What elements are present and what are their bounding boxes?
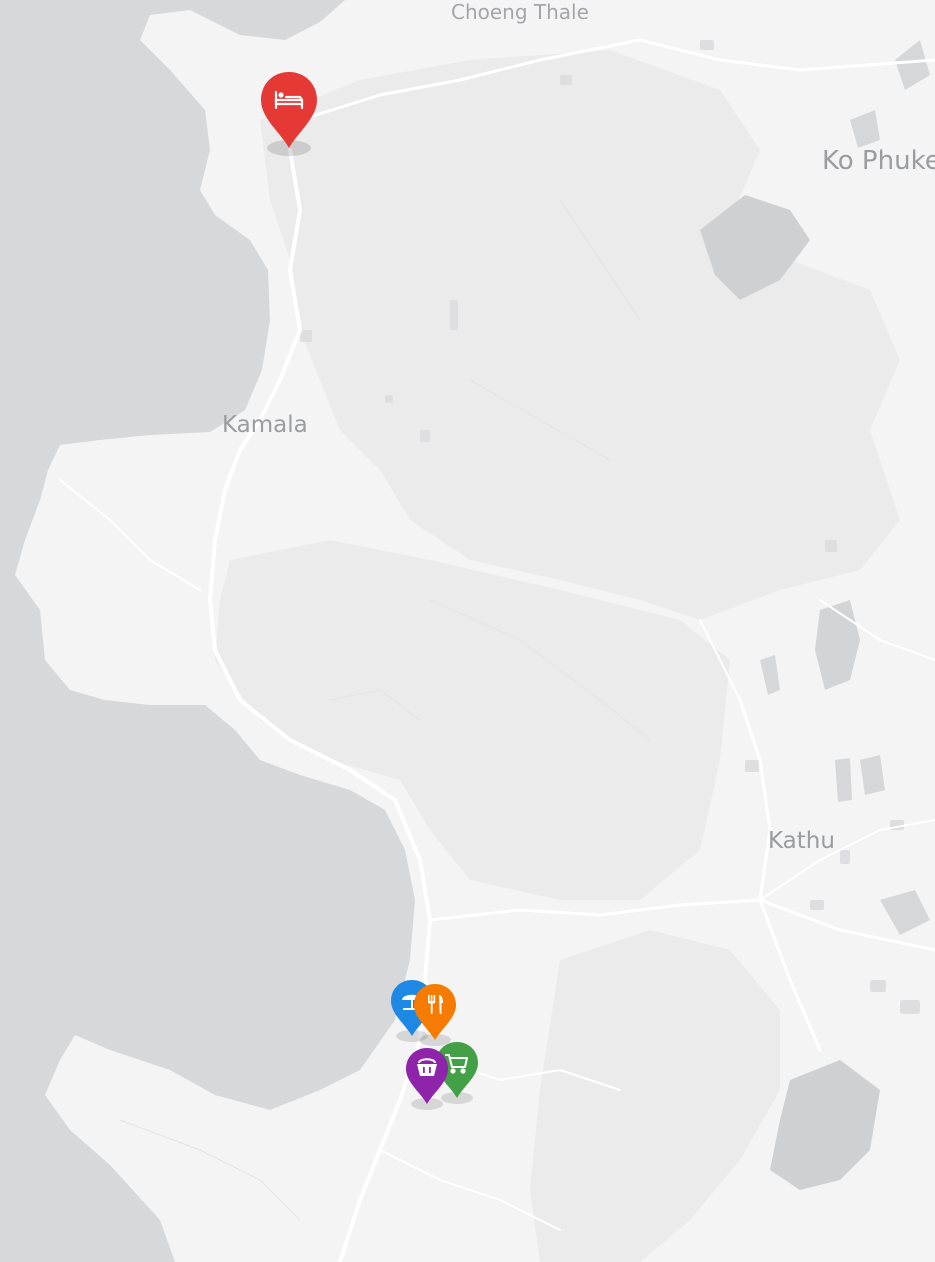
grocery-marker[interactable] <box>434 1040 480 1106</box>
hill-area-north <box>260 50 900 620</box>
lake-small-3 <box>835 758 852 802</box>
hill-area-south <box>215 540 730 900</box>
building-blocks <box>300 40 920 1014</box>
shopping-marker[interactable] <box>404 1046 450 1112</box>
lake-small-1 <box>760 655 780 695</box>
lake-north <box>700 195 810 300</box>
lake-east <box>815 600 860 690</box>
place-label-ko-phuket: Ko Phuket <box>822 146 935 176</box>
bed-icon <box>274 90 304 110</box>
place-label-choeng-thale: Choeng Thale <box>451 0 589 24</box>
lake-small-2 <box>860 755 885 795</box>
cart-icon <box>445 1054 468 1074</box>
basket-icon <box>417 1058 437 1076</box>
restaurant-marker[interactable] <box>412 982 458 1048</box>
hotel-marker[interactable] <box>258 70 320 160</box>
lake-small-6 <box>850 110 880 148</box>
restaurant-marker-body <box>414 984 456 1040</box>
lake-southeast <box>770 1060 880 1190</box>
place-label-kathu: Kathu <box>768 828 835 854</box>
lake-small-5 <box>895 40 930 90</box>
lake-small-4 <box>880 890 930 935</box>
minor-roads <box>119 199 651 1221</box>
hotel-marker-body <box>261 72 317 148</box>
hill-area-southeast <box>530 930 780 1262</box>
fork-knife-icon <box>428 995 443 1014</box>
place-label-kamala: Kamala <box>222 412 308 438</box>
